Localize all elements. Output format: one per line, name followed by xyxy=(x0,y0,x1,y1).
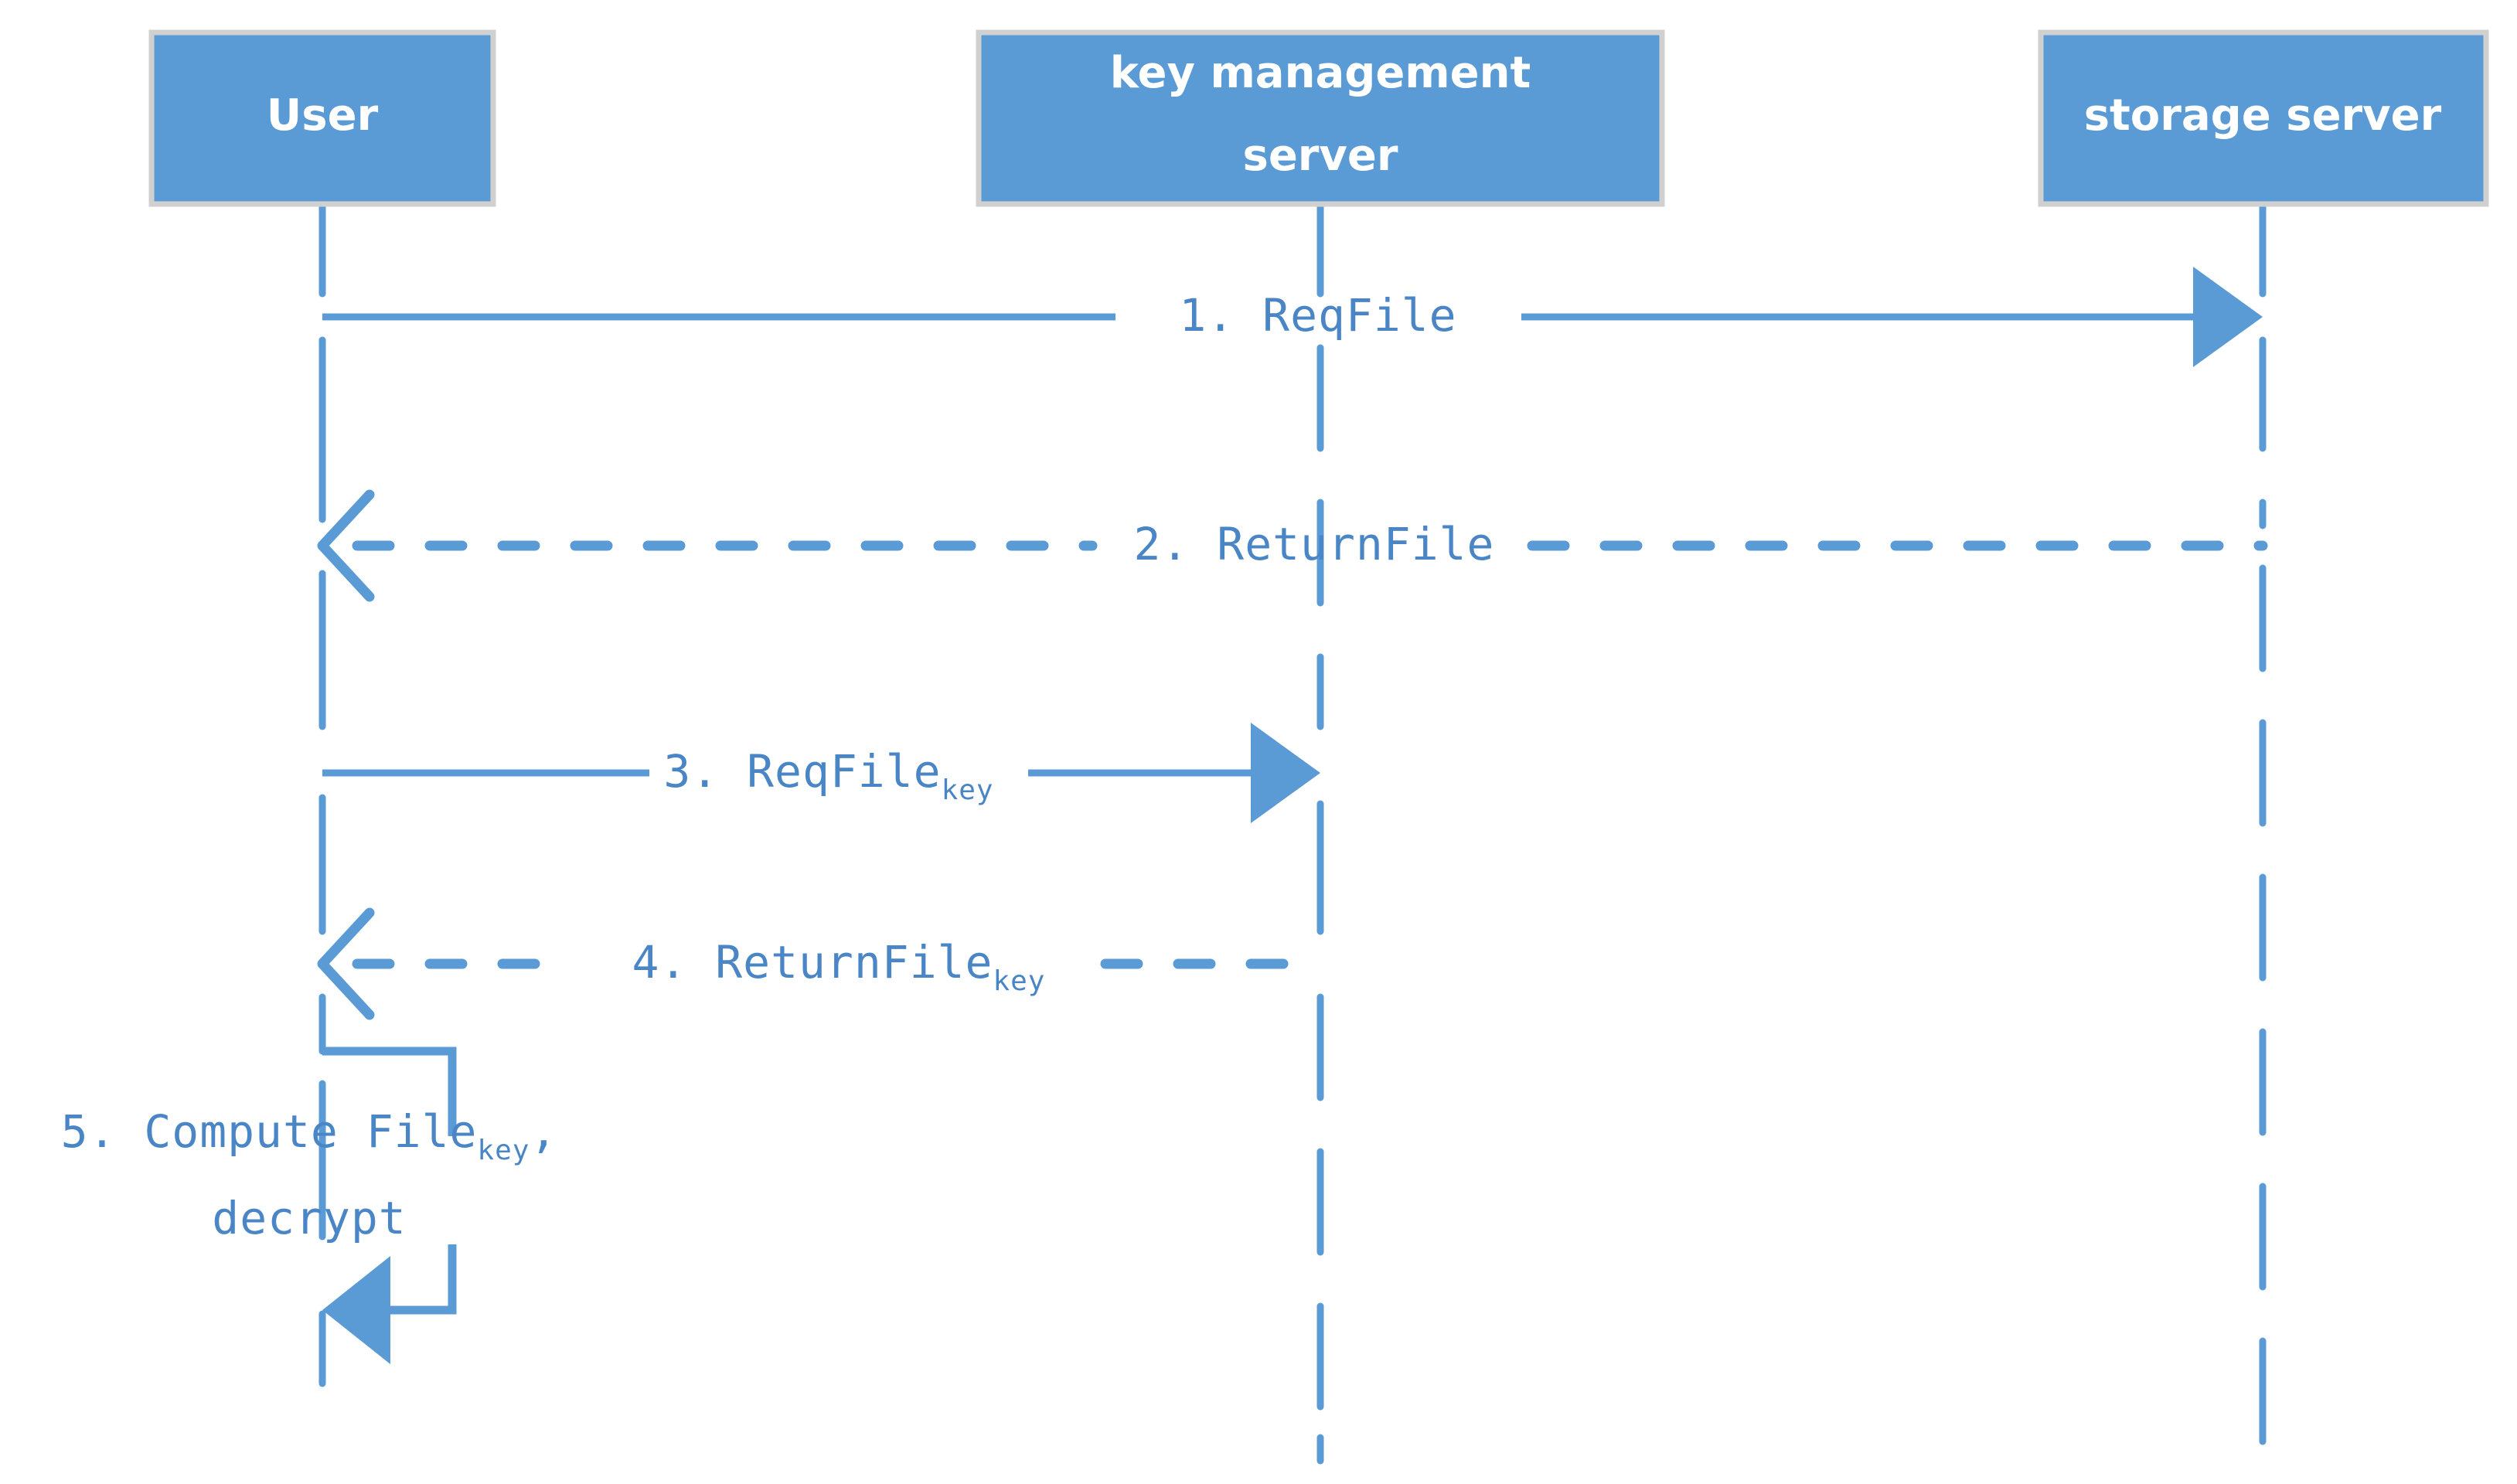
actor-storage-server[interactable]: storage server xyxy=(2038,29,2489,207)
actor-kms-label-line1: key management xyxy=(1110,48,1531,98)
message-4-returnfile-key: 4. ReturnFilekey xyxy=(317,907,1326,1020)
actor-user-label: User xyxy=(267,90,379,141)
message-5-self-call: 5. Compute Filekey, decrypt xyxy=(61,1047,558,1364)
actor-storage-label: storage server xyxy=(2084,90,2442,141)
actor-kms-label-line2: server xyxy=(1242,131,1398,181)
message-4-label: 4. ReturnFilekey xyxy=(632,936,1046,997)
message-1-reqfile: 1. ReqFile xyxy=(322,267,2263,367)
actor-user[interactable]: User xyxy=(148,29,496,207)
actor-key-management-server[interactable]: key management server xyxy=(976,29,1665,207)
message-3-reqfile-key: 3. ReqFilekey xyxy=(322,723,1320,823)
message-2-label: 2. ReturnFile xyxy=(1134,518,1495,570)
message-1-label: 1. ReqFile xyxy=(1179,289,1456,342)
message-5-label-line1: 5. Compute Filekey, xyxy=(61,1105,558,1166)
message-3-label: 3. ReqFilekey xyxy=(663,745,993,806)
message-2-returnfile: 2. ReturnFile xyxy=(317,489,2268,602)
message-5-label-line2: decrypt xyxy=(212,1192,406,1244)
